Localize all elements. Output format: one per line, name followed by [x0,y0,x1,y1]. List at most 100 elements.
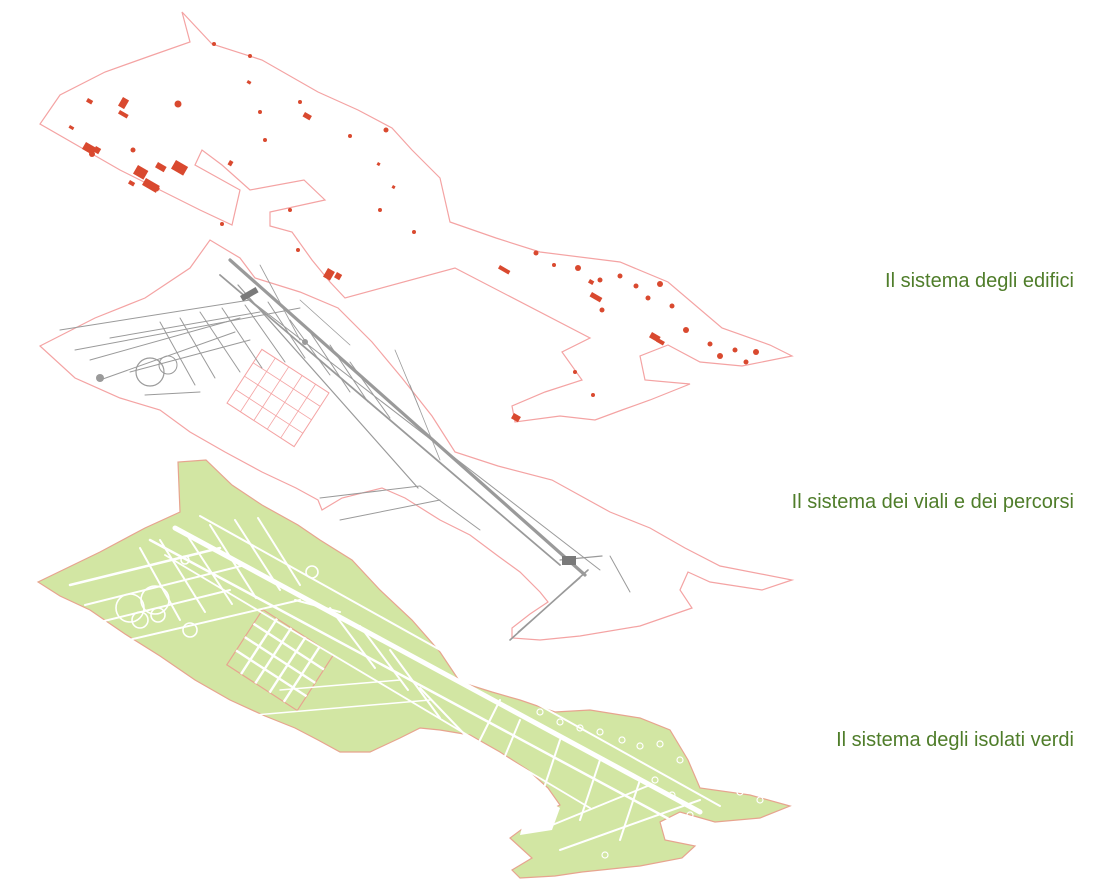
green-circle [305,565,319,579]
green-circle [150,607,166,623]
building-dot [753,349,759,355]
building-footprint [68,125,75,131]
green-circle [131,611,149,629]
building-footprint [118,110,129,119]
road-line [144,391,201,396]
green-dot [668,791,676,799]
road-line [259,264,301,341]
green-path [209,524,257,599]
building-footprint [246,80,252,85]
roads-layer [38,239,795,641]
building-footprint [170,160,189,176]
green-dot [696,766,704,774]
road-line [394,349,421,411]
building-footprint [93,146,102,155]
green-dot [618,736,626,744]
building-dot [212,42,216,46]
building-dot [263,138,267,142]
buildings-layer-label: Il sistema degli edifici [885,270,1074,292]
green-path [184,531,233,605]
building-dot [248,54,252,58]
building-dot [383,127,389,133]
building-dot [348,134,352,138]
building-footprint [498,264,511,275]
roads-layer-label: Il sistema dei viali e dei percorsi [791,491,1074,513]
road-line [349,361,391,419]
road-line [309,331,351,393]
building-dot [412,230,416,234]
green-dot [756,796,764,804]
road-line [339,499,441,521]
green-path [539,784,651,831]
station-block [562,556,576,565]
road-line [267,301,306,359]
junction-block [239,287,259,302]
building-footprint [118,96,130,110]
building-dot [89,151,95,157]
building-dot [645,295,651,301]
green-path [172,525,703,815]
green-path [119,599,301,643]
building-footprint [133,165,149,180]
building-footprint [227,160,234,167]
green-path [159,539,206,613]
building-dot [717,353,723,359]
road-line [179,317,216,379]
green-dot [656,740,664,748]
building-dot [552,263,556,267]
building-dot [174,100,182,108]
green-path [84,564,246,606]
green-path [279,679,401,691]
building-footprint [151,184,160,192]
green-dot [601,851,609,859]
road-line [237,284,419,489]
buildings-layer [39,11,794,423]
road-line [299,299,351,346]
green-dot [676,756,684,764]
green-dot [636,742,644,750]
road-line [244,304,286,363]
green-path [389,649,441,719]
building-footprint [334,272,343,281]
roundabout [135,357,165,387]
building-dot [633,283,639,289]
green-path [257,517,301,586]
building-footprint [376,161,381,167]
green-path [419,687,471,741]
green-dot [556,718,564,726]
building-dot [657,281,663,287]
road-line [109,311,261,339]
plaza [302,339,308,345]
building-dot [591,393,595,397]
building-dot [573,370,577,374]
building-dot [597,277,603,283]
building-dot [683,327,689,333]
green-circle [140,585,170,615]
green-circle [182,622,198,638]
green-path [234,519,281,591]
road-line [219,274,561,566]
green-path [99,589,231,623]
green-layer [36,459,792,879]
road-line [74,307,301,351]
building-dot [288,208,292,212]
building-dot [378,208,382,212]
green-path [68,546,222,587]
building-dot [617,273,623,279]
road-line [517,577,581,633]
green-layer-area [36,459,792,879]
building-dot [732,347,738,353]
plaza [96,374,104,382]
building-footprint [302,112,312,121]
buildings-layer-outline [39,11,794,423]
road-line [228,258,587,577]
building-footprint [391,184,396,190]
green-dot [576,724,584,732]
building-dot [130,147,136,153]
building-footprint [128,180,136,187]
green-path [539,739,561,801]
building-footprint [589,292,603,303]
roundabout [158,355,178,375]
building-footprint [511,412,521,423]
green-path [139,547,181,621]
